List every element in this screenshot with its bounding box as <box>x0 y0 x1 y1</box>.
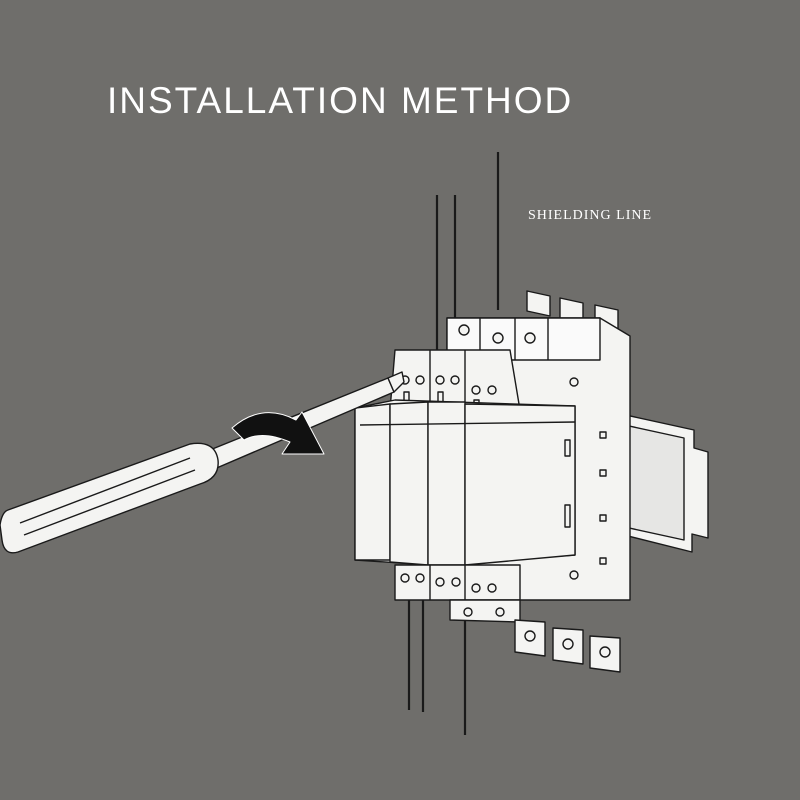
screwdriver-icon <box>0 371 405 554</box>
bottom-terminal-tabs <box>514 619 621 673</box>
page-title: INSTALLATION METHOD <box>107 80 574 121</box>
lower-terminal-block <box>394 564 521 623</box>
rotate-arrow-icon <box>231 411 325 455</box>
shielding-line-label: SHIELDING LINE <box>528 208 653 223</box>
surge-protector-body <box>354 399 576 566</box>
bottom-wires <box>407 600 467 735</box>
upper-terminal-block <box>389 349 521 411</box>
